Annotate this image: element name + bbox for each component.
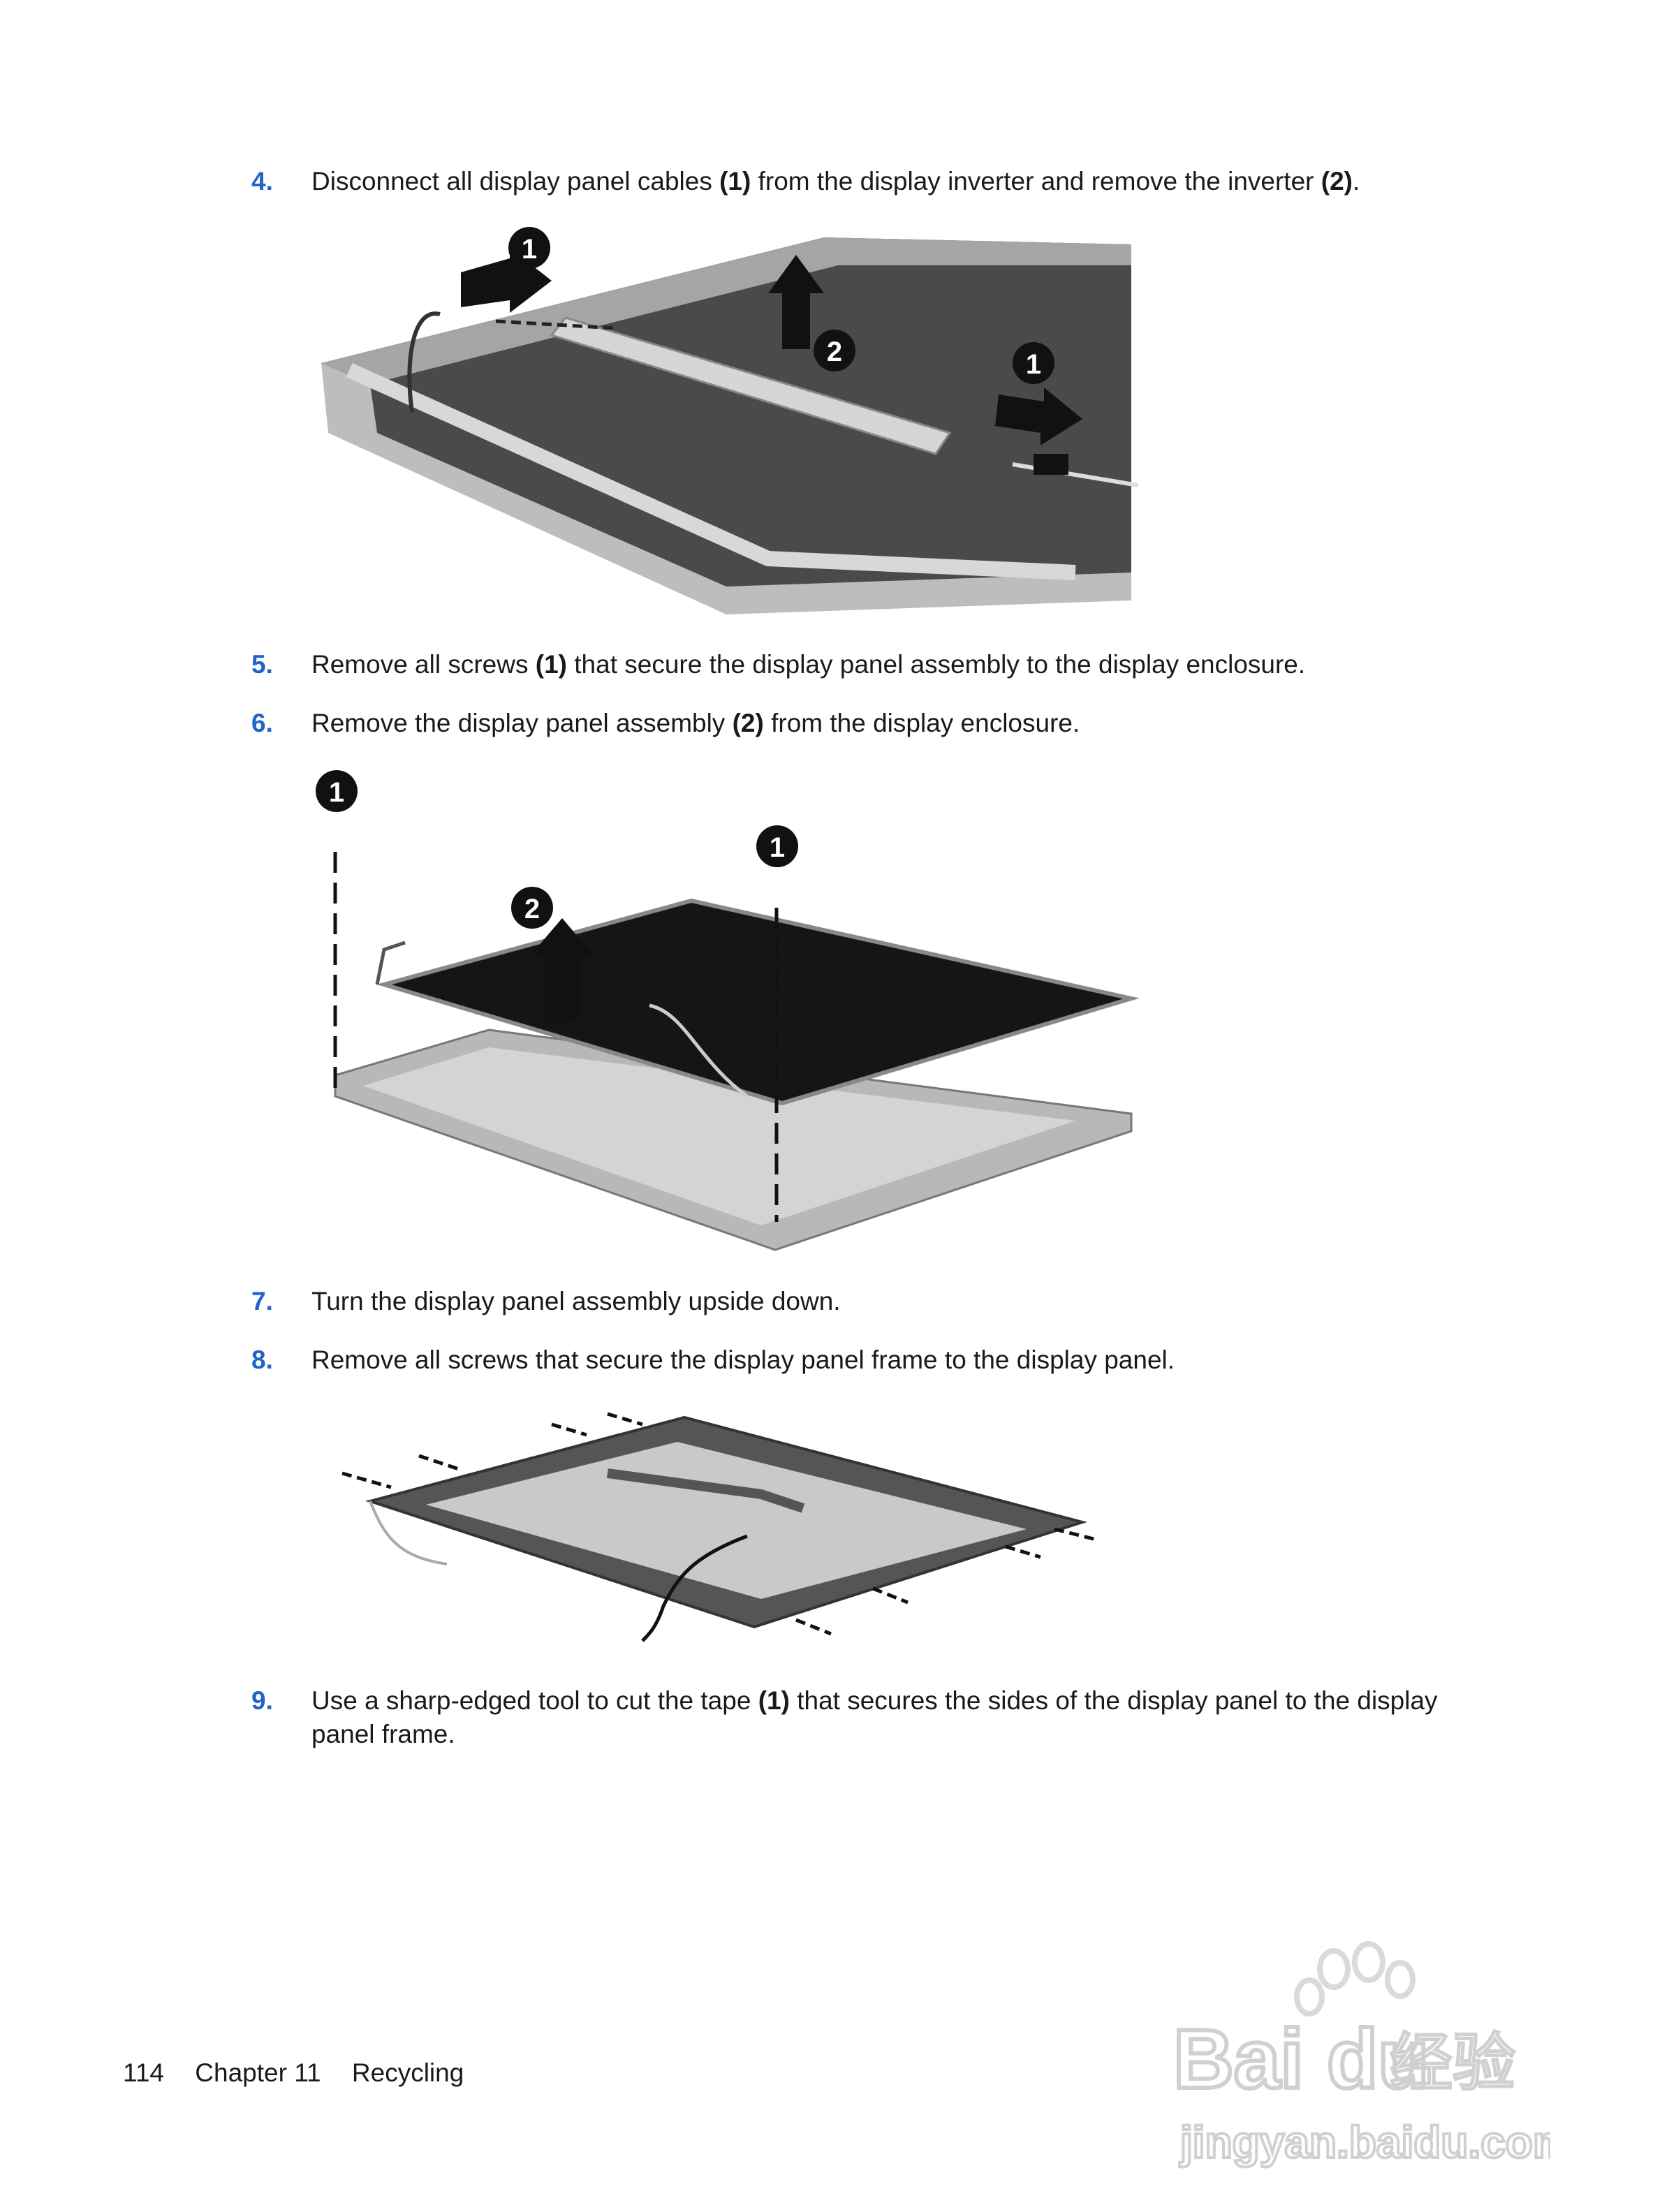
step-text: Use a sharp-edged tool to cut the tape (… bbox=[311, 1686, 1438, 1748]
chapter-label: Chapter 11 bbox=[195, 2058, 321, 2087]
svg-text:1: 1 bbox=[329, 777, 344, 808]
svg-text:2: 2 bbox=[524, 894, 540, 924]
page-footer: 114 Chapter 11 Recycling bbox=[123, 2058, 487, 2088]
svg-text:Bai du: Bai du bbox=[1173, 2012, 1429, 2106]
step-text: Remove all screws that secure the displa… bbox=[311, 1345, 1175, 1374]
callout-1-icon: 1 bbox=[508, 227, 550, 269]
step-number: 5. bbox=[251, 650, 273, 679]
callout-1-icon: 1 bbox=[1013, 342, 1054, 384]
arrow-up-icon bbox=[768, 255, 824, 349]
step-text: Turn the display panel assembly upside d… bbox=[311, 1287, 841, 1315]
step-text: Remove the display panel assembly (2) fr… bbox=[311, 709, 1080, 737]
callout-1-icon: 1 bbox=[316, 770, 358, 812]
step-number: 7. bbox=[251, 1287, 273, 1315]
page-number: 114 bbox=[123, 2058, 164, 2087]
svg-text:1: 1 bbox=[522, 234, 537, 265]
step-number: 6. bbox=[251, 709, 273, 737]
step-number: 9. bbox=[251, 1686, 273, 1715]
svg-text:1: 1 bbox=[1026, 349, 1041, 380]
svg-text:jingyan.baidu.com: jingyan.baidu.com bbox=[1179, 2117, 1550, 2167]
callout-2-icon: 2 bbox=[814, 330, 855, 371]
figure-panel-frame-screws bbox=[341, 1412, 1097, 1642]
step-text: Remove all screws (1) that secure the di… bbox=[311, 650, 1306, 679]
section-label: Recycling bbox=[351, 2058, 464, 2087]
svg-text:经验: 经验 bbox=[1390, 2026, 1515, 2100]
arrow-up-icon bbox=[529, 918, 595, 1026]
step-number: 4. bbox=[251, 167, 273, 196]
figure-panel-assembly-removal: 1 1 2 bbox=[316, 770, 1140, 1251]
step-number: 8. bbox=[251, 1345, 273, 1374]
svg-text:2: 2 bbox=[827, 337, 842, 367]
baidu-watermark-logo: Bai du 经验 jingyan.baidu.com bbox=[1171, 1941, 1550, 2169]
callout-1-icon: 1 bbox=[756, 825, 798, 867]
svg-text:1: 1 bbox=[770, 832, 785, 863]
step-text: Disconnect all display panel cables (1) … bbox=[311, 167, 1360, 196]
arrow-icon bbox=[995, 388, 1082, 445]
figure-inverter-removal: 1 2 1 bbox=[321, 227, 1139, 614]
callout-2-icon: 2 bbox=[511, 887, 553, 929]
